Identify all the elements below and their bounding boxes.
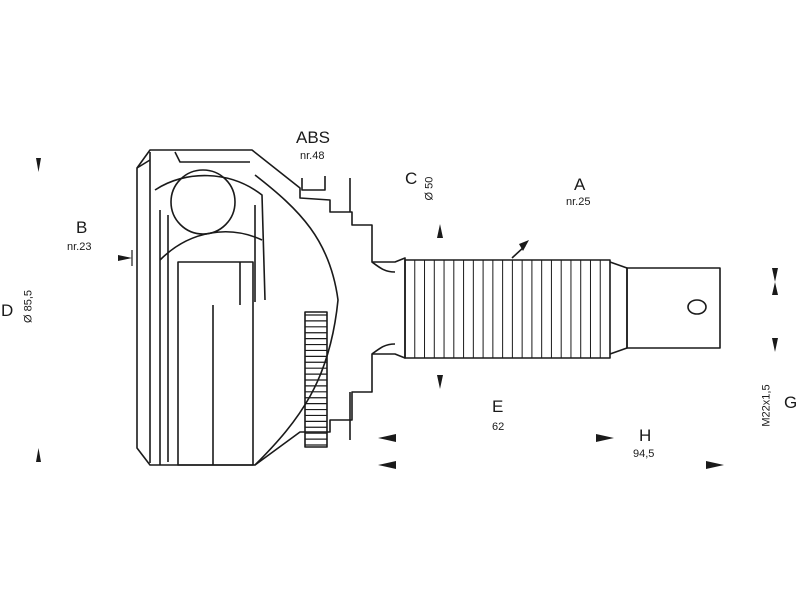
arrow-a — [519, 240, 529, 251]
d-value: Ø 85,5 — [22, 289, 35, 324]
inner-race-upper — [154, 174, 266, 301]
housing-curve — [254, 174, 339, 466]
g-letter: G — [784, 393, 798, 412]
arrow-h-left — [378, 461, 396, 469]
arrow-h-right — [706, 461, 724, 469]
splined-shaft — [404, 259, 611, 359]
b-value: nr.23 — [67, 241, 92, 253]
e-value: 62 — [492, 421, 505, 433]
shaft-splines — [414, 260, 601, 358]
inner-hub — [177, 261, 254, 466]
a-value: nr.25 — [566, 196, 591, 208]
abs-bracket — [301, 176, 351, 212]
joint-ball — [170, 169, 236, 235]
arrow-d-bottom — [36, 448, 41, 462]
e-letter: E — [492, 397, 504, 416]
b-letter: B — [76, 218, 88, 237]
abs-value: nr.48 — [300, 150, 325, 162]
arrow-b — [118, 255, 132, 261]
housing-outline — [136, 149, 406, 466]
c-letter: C — [405, 169, 418, 188]
arrow-g-mid-up — [772, 282, 778, 295]
c-value: Ø 50 — [423, 176, 436, 201]
end-hole — [687, 299, 707, 315]
h-value: 94,5 — [633, 448, 655, 460]
arrow-c-bottom — [437, 375, 443, 389]
arrow-e-right — [596, 434, 614, 442]
a-letter: A — [574, 175, 586, 194]
d-letter: D — [1, 301, 14, 320]
arrow-g-mid-down — [772, 338, 778, 352]
arrow-e-left — [378, 434, 396, 442]
inner-race-lower — [159, 231, 263, 261]
arrow-d-top — [36, 158, 41, 172]
abs-letter: ABS — [296, 128, 331, 147]
housing-top-bevel — [136, 151, 250, 169]
arrow-c-top — [437, 224, 443, 238]
arrow-g-top — [772, 268, 778, 282]
shaft-step — [609, 261, 628, 355]
g-value: M22x1,5 — [760, 384, 773, 427]
threaded-end — [626, 267, 721, 349]
shaft-neck — [371, 261, 396, 355]
h-letter: H — [639, 426, 652, 445]
abs-ring-teeth — [305, 314, 327, 446]
